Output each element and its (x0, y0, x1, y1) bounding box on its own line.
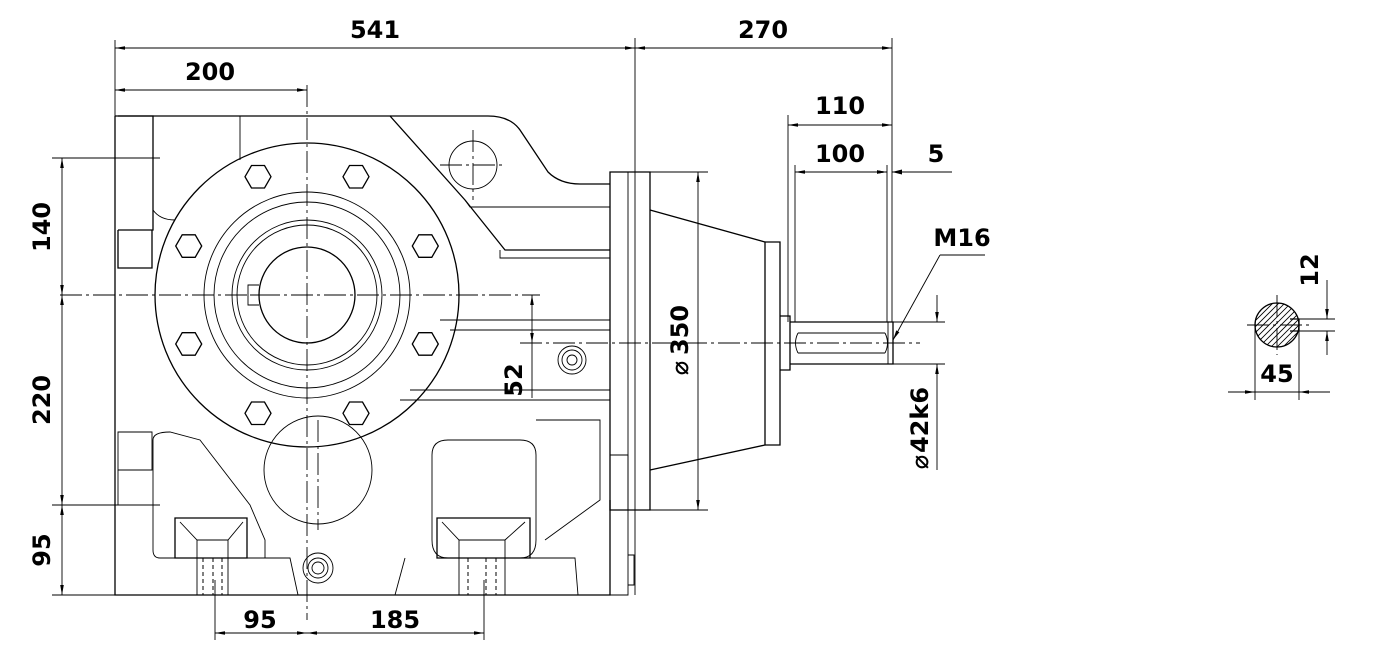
dim-thread: M16 (933, 224, 990, 252)
dim-flange-diameter-symbol: ⌀ (666, 361, 694, 375)
oil-plug-upper (557, 345, 587, 375)
dim-shaft-diameter-symbol: ⌀ (906, 455, 934, 469)
dim-shaft-diameter: 42k6 (906, 387, 934, 453)
mounting-foot-right (436, 517, 531, 595)
gearbox-housing (114, 115, 651, 596)
section-hatch-line (1255, 303, 1288, 347)
section-hatch-line (1255, 303, 1282, 347)
oil-plug-lower (302, 552, 334, 584)
dim-input-offset: 52 (500, 363, 528, 396)
flange-bolt (244, 164, 272, 189)
dimension-annotations: 541 270 200 110 100 5 M16 140 220 (28, 16, 1335, 640)
dim-housing-to-center: 200 (185, 58, 235, 86)
dim-foot-offset: 95 (243, 606, 276, 634)
flange-bolts (174, 164, 440, 426)
dim-shaft-extension: 270 (738, 16, 788, 44)
dim-key-length: 100 (815, 140, 865, 168)
shaft-section-view (1254, 302, 1300, 348)
section-hatch-line (1255, 303, 1294, 347)
dim-foot-spacing: 185 (370, 606, 420, 634)
mounting-foot-left (174, 517, 248, 595)
dim-shaft-shoulder: 5 (928, 140, 945, 168)
flange-bolt (411, 234, 440, 258)
flange-bolt (174, 234, 203, 258)
dim-key-height: 12 (1296, 253, 1324, 286)
section-hatch-line (1268, 303, 1299, 347)
flange-bolt (174, 332, 203, 356)
dim-shaft-length: 110 (815, 92, 865, 120)
flange-bolt (342, 401, 370, 426)
section-hatch-line (1262, 303, 1299, 347)
dim-section-width: 45 (1260, 360, 1293, 388)
flange-bolt (411, 332, 440, 356)
dim-base-height: 95 (28, 533, 56, 566)
flange-bolt (342, 164, 370, 189)
dim-flange-diameter: 350 (666, 305, 694, 355)
dim-upper-height: 140 (28, 202, 56, 252)
dim-overall-length: 541 (350, 16, 400, 44)
flange-bolt (244, 401, 272, 426)
dim-lower-height: 220 (28, 375, 56, 425)
